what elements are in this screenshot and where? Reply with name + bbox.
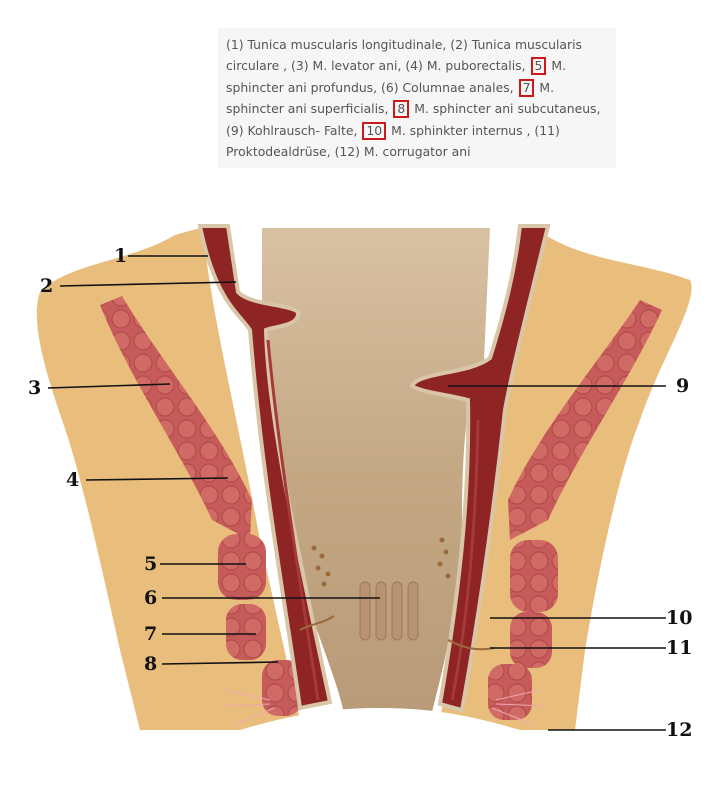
sphincter-subcutaneus-right — [488, 664, 532, 720]
leader-line-8 — [161, 661, 279, 665]
internal-sphincter-stripe-left — [266, 339, 320, 701]
highlight-8: 8 — [393, 100, 410, 119]
rectal-wall-right — [409, 224, 551, 713]
label-2: 2 — [40, 275, 53, 297]
sphincter-profundus-right — [510, 540, 558, 612]
leader-line-3 — [47, 383, 171, 389]
sphincter-superficialis-right — [510, 612, 552, 668]
label-12: 12 — [666, 719, 692, 741]
levator-ani-right — [508, 300, 662, 540]
label-7: 7 — [144, 623, 157, 645]
corrugator-ani-rays — [221, 689, 547, 725]
label-1: 1 — [114, 245, 127, 267]
proktodeal-gland-right — [447, 639, 495, 651]
leader-line-2 — [59, 281, 237, 287]
label-9: 9 — [676, 375, 689, 397]
proktodeal-gland-left — [299, 615, 335, 631]
legend-part-2: M. sphincter ani profundus, (6) Columnae… — [226, 58, 566, 95]
leader-lines — [47, 255, 666, 731]
rectal-wall-left — [197, 224, 333, 711]
gland-dots — [311, 537, 451, 587]
label-4: 4 — [66, 469, 79, 491]
sphincter-superficialis-left — [226, 604, 266, 660]
label-6: 6 — [144, 587, 157, 609]
legend-part-1: (1) Tunica muscularis longitudinale, (2)… — [226, 37, 583, 74]
label-8: 8 — [144, 653, 157, 675]
legend-part-5: M. sphinkter internus , (11) Proktodeald… — [226, 122, 560, 160]
leader-line-4 — [85, 477, 229, 481]
legend-text: (1) Tunica muscularis longitudinale, (2)… — [226, 34, 610, 162]
highlight-7: 7 — [518, 78, 535, 97]
label-3: 3 — [28, 377, 41, 399]
highlight-10: 10 — [362, 121, 387, 140]
label-11: 11 — [666, 637, 692, 659]
sphincter-subcutaneus-left — [262, 660, 302, 716]
anal-opening — [240, 708, 520, 730]
levator-ani-left — [100, 296, 252, 540]
legend-part-4: M. sphincter ani subcutaneus, (9) Kohlra… — [226, 101, 601, 138]
label-5: 5 — [144, 553, 157, 575]
label-10: 10 — [666, 607, 692, 629]
legend-part-3: M. sphincter ani superficialis, — [226, 79, 555, 117]
legend-box — [218, 28, 616, 168]
highlight-5: 5 — [530, 57, 547, 76]
sphincter-profundus-left — [218, 534, 266, 600]
anal-columns — [359, 581, 419, 641]
rectal-lumen — [262, 228, 490, 720]
internal-sphincter-stripe-right — [450, 419, 480, 701]
